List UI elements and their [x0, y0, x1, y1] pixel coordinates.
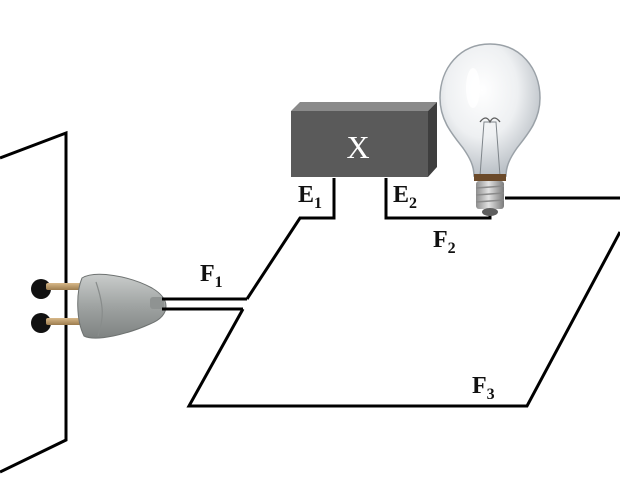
- box-top-face: [291, 102, 437, 111]
- bulb-highlight: [466, 68, 480, 108]
- wire-f1: [245, 178, 336, 300]
- light-bulb: [439, 43, 541, 216]
- box-label: X: [346, 129, 369, 165]
- bulb-filament: [479, 117, 501, 124]
- socket-hole-top: [31, 279, 51, 299]
- plug-body: [77, 273, 167, 339]
- bulb-thread-2: [475, 192, 505, 196]
- component-box-x: X: [291, 102, 437, 177]
- plug-pin-top: [46, 283, 86, 290]
- label-f2: F2: [433, 227, 456, 257]
- labels: E1 E2 F1 F2 F3: [200, 182, 495, 403]
- wire-f3: [186, 231, 620, 408]
- wall-outline: [0, 130, 68, 474]
- bulb-thread-1: [475, 185, 505, 189]
- box-front-face: [291, 111, 428, 177]
- plug-pin-bottom: [46, 318, 86, 325]
- label-e1: E1: [298, 182, 322, 212]
- plug: [46, 273, 167, 339]
- bulb-glass: [439, 43, 541, 177]
- bulb-thread-3: [475, 199, 505, 203]
- wires: [162, 178, 620, 408]
- box-side-face: [428, 102, 437, 177]
- bulb-contact: [482, 208, 498, 216]
- label-f1: F1: [200, 261, 223, 291]
- plug-grip-line: [95, 281, 103, 337]
- label-f3: F3: [472, 373, 495, 403]
- plug-cord-sleeve: [150, 297, 164, 309]
- socket-hole-bottom: [31, 313, 51, 333]
- bulb-collar: [474, 174, 506, 181]
- wall-socket: [0, 130, 68, 474]
- label-e2: E2: [393, 182, 417, 212]
